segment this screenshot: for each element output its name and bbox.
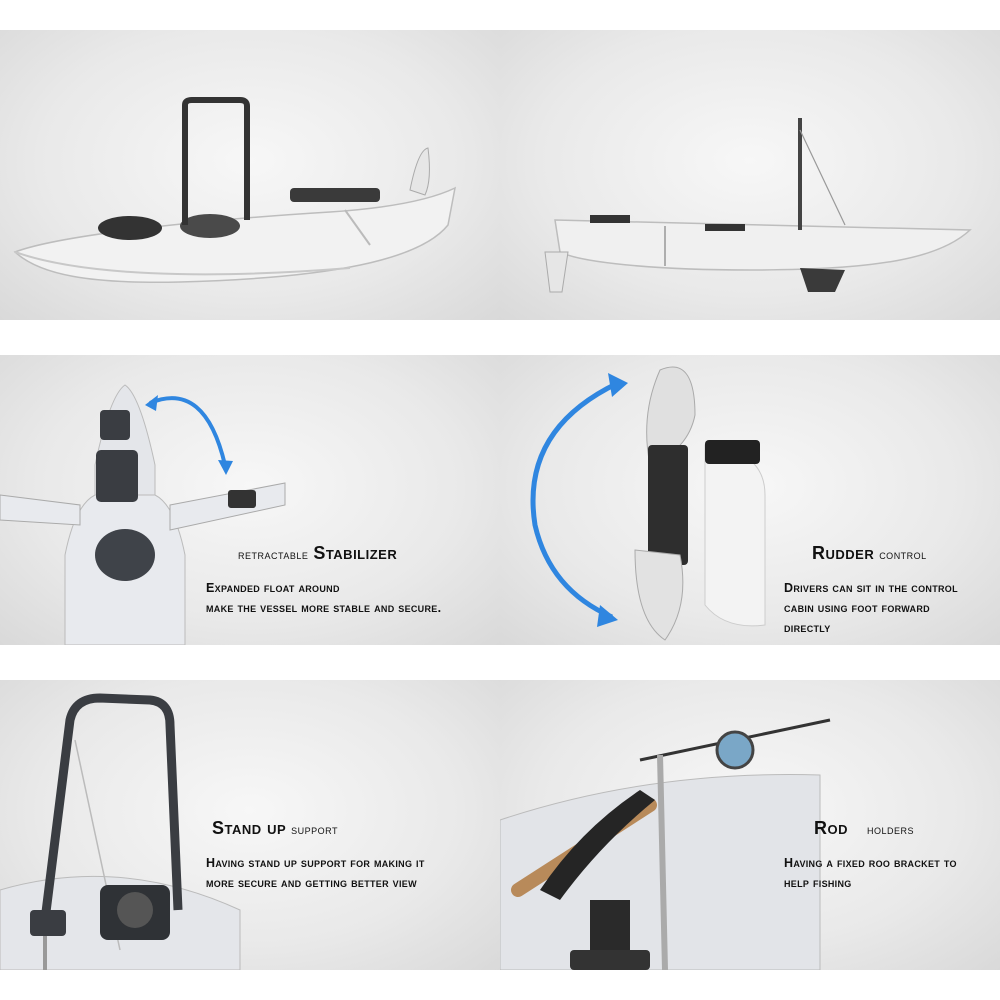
stabilizer-title-big: Stabilizer [313, 543, 398, 563]
stabilizer-image [0, 384, 286, 645]
stabilizer-line-1: Expanded float around [206, 581, 340, 595]
rod-line-1: Having a fixed roo bracket to [784, 856, 957, 870]
rudder-description: Drivers can sit in the control cabin usi… [784, 578, 958, 638]
rod-holders-image [500, 718, 831, 970]
kayak-side-view-left-image [13, 97, 457, 284]
rod-description: Having a fixed roo bracket to help fishi… [784, 853, 957, 893]
rudder-image [530, 366, 766, 641]
rudder-title: Rudder control [812, 543, 927, 564]
kayak-side-view-right-image [544, 118, 972, 293]
standup-description: Having stand up support for making it mo… [206, 853, 425, 893]
rudder-panel: Rudder control Drivers can sit in the co… [500, 355, 1000, 645]
rudder-title-big: Rudder [812, 543, 875, 563]
rudder-line-1: Drivers can sit in the control [784, 581, 958, 595]
stabilizer-line-2: make the vessel more stable and secure. [206, 601, 442, 615]
rudder-line-3: directly [784, 621, 831, 635]
stabilizer-panel: retractable Stabilizer Expanded float ar… [0, 355, 500, 645]
rod-title-big: Rod [814, 818, 848, 838]
rudder-title-small: control [879, 547, 927, 562]
standup-line-2: more secure and getting better view [206, 876, 417, 890]
standup-line-1: Having stand up support for making it [206, 856, 425, 870]
rudder-line-2: cabin using foot forward [784, 601, 930, 615]
rod-holders-panel: Rod holders Having a fixed roo bracket t… [500, 680, 1000, 970]
rod-line-2: help fishing [784, 876, 852, 890]
stabilizer-title: retractable Stabilizer [238, 543, 397, 564]
standup-panel: Stand up support Having stand up support… [0, 680, 500, 970]
standup-title-big: Stand up [212, 818, 287, 838]
standup-image [0, 693, 241, 970]
rod-title: Rod holders [814, 818, 914, 839]
stabilizer-description: Expanded float around make the vessel mo… [206, 578, 441, 618]
standup-title: Stand up support [212, 818, 338, 839]
standup-title-small: support [291, 822, 339, 837]
kayak-side-view-right-panel [500, 30, 1000, 320]
rod-title-small: holders [866, 822, 914, 837]
stabilizer-title-small: retractable [238, 547, 309, 562]
kayak-side-view-left-panel [0, 30, 500, 320]
